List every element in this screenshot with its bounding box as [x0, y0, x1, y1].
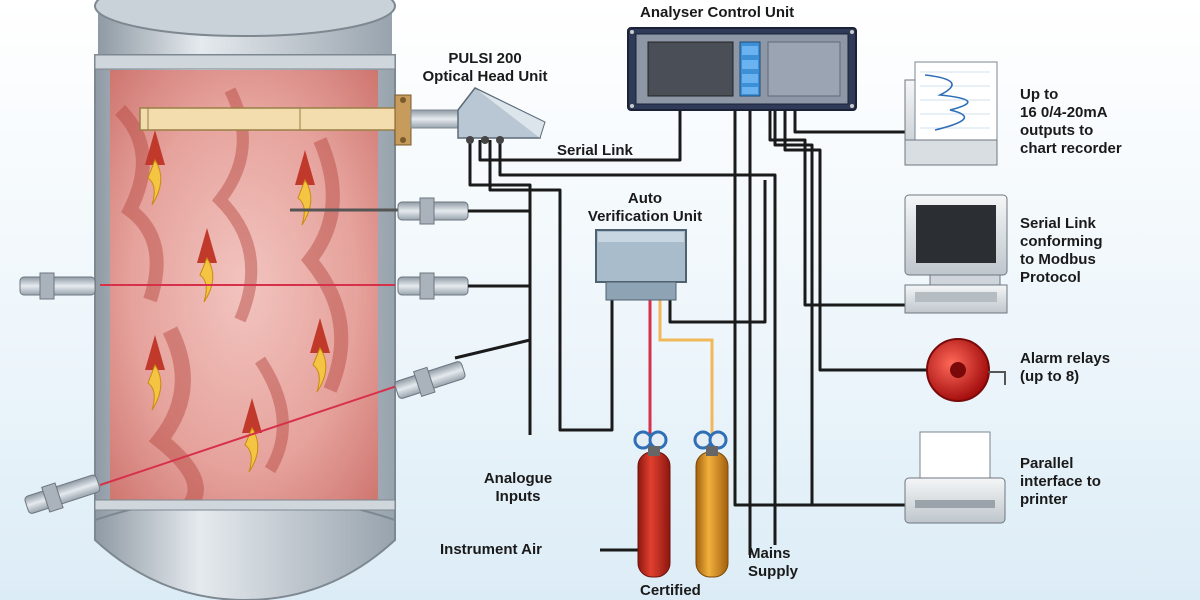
flame-1 — [145, 130, 165, 206]
laser-beams — [99, 284, 401, 486]
gas-lines — [648, 300, 714, 440]
flame-6 — [242, 398, 262, 473]
optical-head-unit-label: PULSI 200 Optical Head Unit — [422, 50, 548, 85]
flame-5 — [145, 335, 165, 411]
stack-bottom-elbow — [94, 504, 396, 600]
parallel-printer-label: Parallel interface to printer — [1020, 455, 1101, 508]
flame-3 — [197, 228, 217, 303]
control-unit-screen — [647, 41, 734, 97]
mains-supply-label: Mains Supply — [748, 545, 799, 580]
sensor-upper-right — [290, 197, 469, 225]
alarm-relays-label: Alarm relays (up to 8) — [1020, 350, 1111, 385]
analyser-control-unit[interactable] — [627, 27, 857, 111]
optical-head-unit — [457, 87, 546, 144]
alarm-bell-icon — [926, 338, 1006, 402]
flames — [145, 130, 330, 473]
cables — [454, 110, 928, 555]
auto-verification-unit — [595, 229, 687, 301]
certified-label: Certified — [640, 582, 701, 599]
laser-beam-diagonal — [99, 384, 401, 486]
sensor-lower-right — [394, 361, 466, 399]
chart-recorder-icon — [904, 61, 998, 166]
serial-link-modbus-label: Serial Link conforming to Modbus Protoco… — [1020, 215, 1103, 286]
instrument-air-label: Instrument Air — [440, 541, 542, 558]
analogue-inputs-label: Analogue Inputs — [483, 470, 553, 505]
stack — [94, 0, 396, 600]
probe-tube — [139, 94, 460, 146]
computer-monitor-icon — [904, 194, 1008, 314]
stack-top-opening — [94, 0, 396, 37]
analyser-control-unit-label: Analyser Control Unit — [640, 4, 795, 21]
sensors — [19, 197, 469, 514]
auto-verification-unit-label: Auto Verification Unit — [587, 190, 703, 225]
serial-link-label: Serial Link — [557, 142, 633, 159]
gas-cylinder-red — [633, 430, 671, 578]
gas-cylinder-orange — [693, 430, 729, 578]
sensor-mid-right — [397, 272, 469, 300]
flame-2 — [295, 150, 315, 226]
sensor-mid-left — [19, 272, 96, 300]
flame-4 — [310, 318, 330, 393]
sensor-lower-left — [24, 474, 101, 514]
chart-recorder-outputs-label: Up to 16 0/4-20mA outputs to chart recor… — [1020, 86, 1122, 157]
printer-icon — [904, 431, 1006, 524]
